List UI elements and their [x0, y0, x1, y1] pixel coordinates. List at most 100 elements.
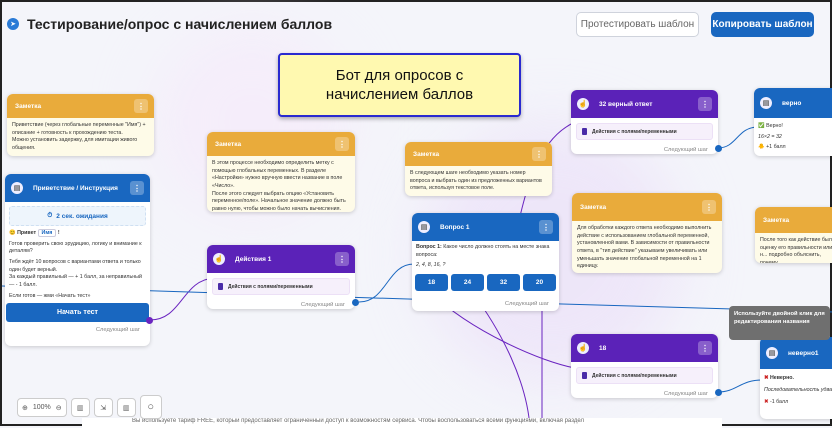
next-step-label: Следующий шаг	[663, 391, 708, 397]
note-question[interactable]: Заметка ⋮ В следующем шаге необходимо ука…	[405, 142, 552, 196]
node-greeting[interactable]: ▤ Приветствие / Инструкция ⋮ ⏱2 сек. ожида…	[5, 174, 150, 346]
plan-banner: Вы используете тариф FREE, который предо…	[82, 418, 722, 428]
next-step-label: Следующий шаг	[504, 301, 549, 307]
search-button[interactable]: ○	[139, 395, 162, 419]
node-title: 32 верный ответ	[599, 100, 653, 108]
node-title: Приветствие / Инструкция	[33, 184, 118, 192]
node-title: Действия 1	[235, 255, 272, 263]
note-text: После того как действие было... оценку е…	[760, 237, 832, 263]
correct-text: Верно!	[766, 123, 783, 129]
node-title: неверно1	[788, 349, 819, 357]
cross-icon: ✖	[764, 399, 769, 406]
action-item[interactable]: Действия с полями/переменными	[576, 123, 713, 140]
edge-actions-to-question	[358, 263, 415, 303]
more-menu-icon[interactable]: ⋮	[698, 341, 712, 355]
note-evaluation[interactable]: Заметка После того как действие было... …	[755, 207, 832, 263]
note-text: Для обработки каждого ответа необходимо …	[577, 225, 712, 270]
zoom-out-icon[interactable]: ⊖	[55, 404, 62, 412]
question-text: Какое число должно стоять на месте знака…	[416, 244, 550, 258]
node-actions-1[interactable]: ☝ Действия 1 ⋮ Действия с полями/переменны…	[207, 245, 355, 309]
more-menu-icon[interactable]: ⋮	[335, 252, 349, 266]
hand-pointer-icon: ☝	[213, 253, 225, 265]
node-32-correct-answer[interactable]: ☝32 верный ответ⋮ Действия с полями/пере…	[571, 90, 718, 154]
answer-button-20[interactable]: 20	[523, 274, 556, 291]
message-icon: ▤	[766, 347, 778, 359]
answer-button-18[interactable]: 18	[415, 274, 448, 291]
rename-tooltip: Используйте двойной клик для редактирова…	[729, 306, 830, 340]
action-icon	[582, 128, 587, 135]
action-label: Действия с полями/переменными	[592, 372, 677, 379]
node-18-wrong-answer[interactable]: ☝ 18 ⋮ Действия с полями/переменными Следу…	[571, 334, 718, 398]
node-correct[interactable]: ▤верно ✅ Верно! 16×2 = 32 🐥 +1 балл	[754, 88, 832, 156]
node-title: Вопрос 1	[440, 223, 470, 231]
zoom-controls: ⊕ 100% ⊖	[17, 398, 67, 417]
more-menu-icon[interactable]: ⋮	[130, 181, 144, 195]
copy-template-button[interactable]: Копировать шаблон	[711, 12, 814, 37]
explanation-text: Последовательность удваи...	[764, 387, 832, 394]
note-answer-processing[interactable]: Заметка ⋮ Для обработки каждого ответа не…	[572, 193, 722, 273]
edge-wrong18-to-incorrect	[717, 379, 763, 393]
zoom-level: 100%	[32, 404, 51, 411]
bar-layout-icon: ▥	[76, 404, 84, 412]
timer-icon: ⏱	[47, 212, 53, 219]
hand-pointer-icon: ☝	[577, 342, 589, 354]
message-icon: ▤	[418, 221, 430, 233]
more-menu-icon[interactable]: ⋮	[134, 99, 148, 113]
edge-start-to-actions	[149, 277, 215, 321]
more-menu-icon[interactable]: ⋮	[702, 200, 716, 214]
next-step-label: Следующий шаг	[95, 327, 140, 334]
layout-button[interactable]: ▥	[70, 398, 90, 417]
note-variables[interactable]: Заметка ⋮ В этом процессе необходимо опре…	[207, 132, 355, 212]
incorrect-text: Неверно.	[769, 375, 794, 381]
node-title: 18	[599, 344, 607, 352]
more-menu-icon[interactable]: ⋮	[539, 220, 553, 234]
fit-arrow-icon: ⇲	[100, 404, 107, 412]
note-greeting[interactable]: Заметка⋮ Приветствие (через глобальные п…	[7, 94, 154, 156]
test-template-button[interactable]: Протестировать шаблон	[576, 12, 699, 37]
connector-handle[interactable]	[146, 317, 153, 324]
start-test-button[interactable]: Начать тест	[6, 303, 149, 323]
action-label: Действия с полями/переменными	[228, 283, 313, 290]
answer-button-32[interactable]: 32	[487, 274, 520, 291]
node-title: верно	[782, 99, 802, 107]
delay-label: 2 сек. ожидания	[56, 212, 108, 220]
node-incorrect[interactable]: ▤ неверно1 ✖ Неверно. Последовательность …	[760, 337, 832, 419]
note-title: Заметка	[215, 140, 242, 148]
next-step-label: Следующий шаг	[300, 302, 345, 308]
note-title: Заметка	[763, 216, 790, 224]
header: ➤ Тестирование/опрос с начислением балло…	[2, 2, 832, 46]
delay-block[interactable]: ⏱2 сек. ожидания	[9, 206, 146, 226]
question-label: Вопрос 1:	[416, 244, 442, 250]
action-icon	[582, 372, 587, 379]
fit-view-button[interactable]: ⇲	[93, 398, 113, 417]
search-icon: ○	[147, 401, 154, 413]
connector-handle[interactable]	[715, 389, 722, 396]
zoom-in-icon[interactable]: ⊕	[22, 404, 28, 412]
note-title: Заметка	[413, 150, 440, 158]
action-label: Действия с полями/переменными	[592, 128, 677, 135]
more-menu-icon[interactable]: ⋮	[532, 147, 546, 161]
ready-text: Если готов — жми «Начать тест»	[9, 292, 91, 299]
more-menu-icon[interactable]: ⋮	[698, 97, 712, 111]
score-text: -1 балл	[769, 399, 789, 406]
note-title: Заметка	[580, 203, 607, 211]
rules-text: Тебя ждёт 10 вопросов с вариантами ответ…	[9, 259, 142, 289]
bar-layout-icon: ▥	[122, 404, 130, 412]
note-text: В следующем шаге необходимо указать номе…	[410, 170, 542, 192]
canvas-title-box[interactable]: Бот для опросов с начислением баллов	[278, 53, 521, 117]
message-icon: ▤	[760, 97, 772, 109]
message-icon: ▤	[11, 182, 23, 194]
connector-handle[interactable]	[352, 299, 359, 306]
action-item[interactable]: Действия с полями/переменными	[576, 367, 713, 384]
action-item[interactable]: Действия с полями/переменными	[212, 278, 350, 295]
minimap-button[interactable]: ▥	[116, 398, 136, 417]
node-question-1[interactable]: ▤ Вопрос 1 ⋮ Вопрос 1: Какое число должно …	[412, 213, 559, 311]
note-title: Заметка	[15, 102, 42, 110]
explanation-text: 16×2 = 32	[758, 133, 782, 140]
note-text: В этом процессе необходимо определить ме…	[212, 160, 346, 212]
answer-button-24[interactable]: 24	[451, 274, 484, 291]
page-title: Тестирование/опрос с начислением баллов	[27, 16, 333, 32]
connector-handle[interactable]	[715, 145, 722, 152]
next-step-label: Следующий шаг	[663, 147, 708, 153]
more-menu-icon[interactable]: ⋮	[335, 137, 349, 151]
